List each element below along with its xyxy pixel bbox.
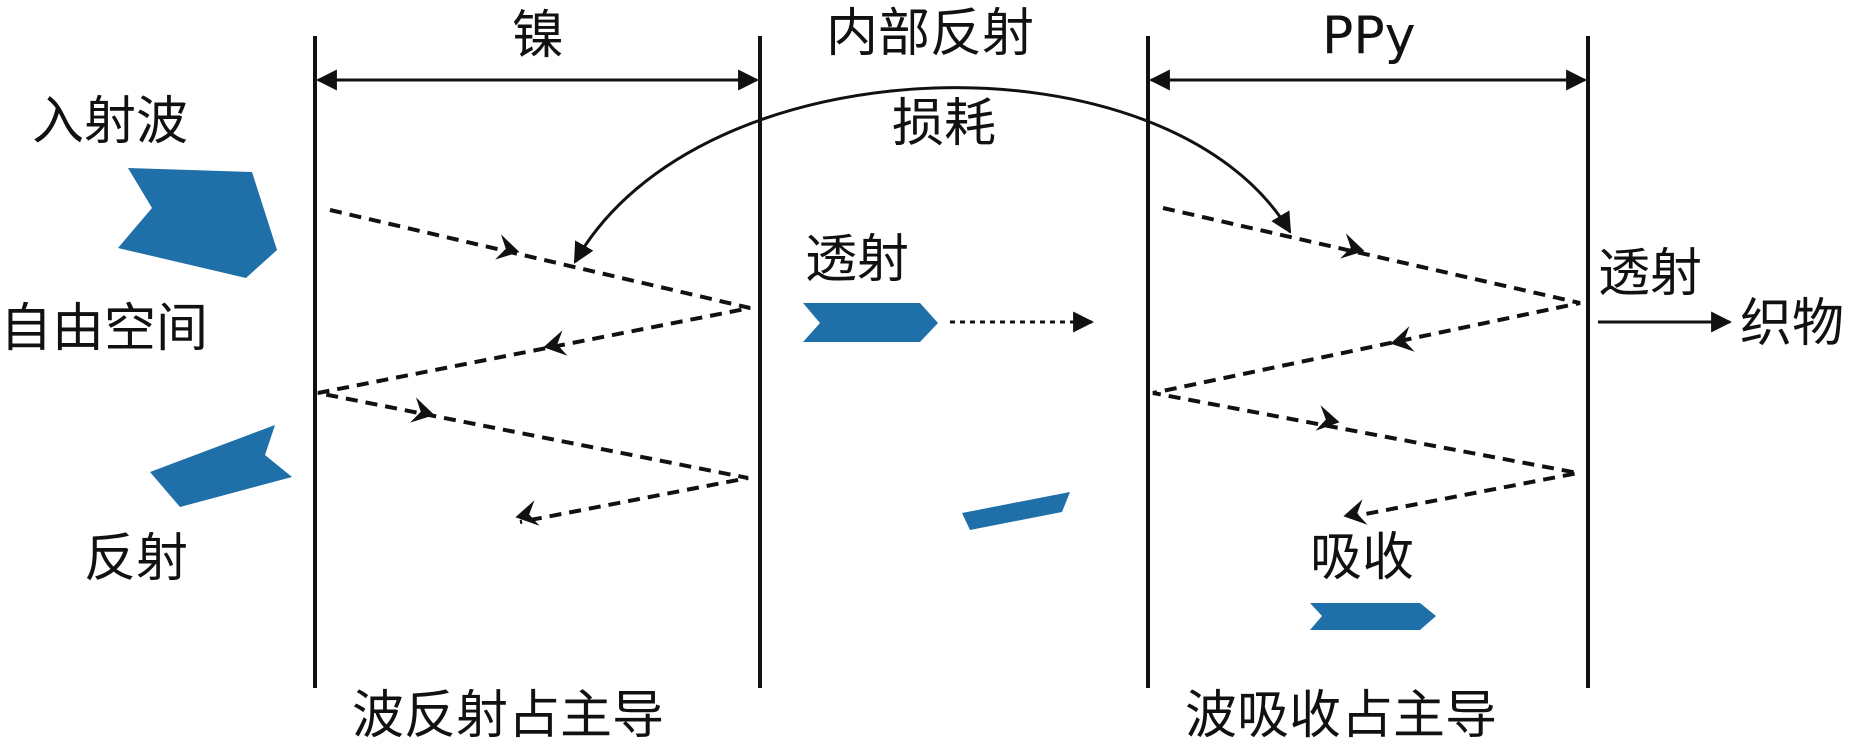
ppy-zigzag bbox=[1152, 206, 1581, 519]
internal-reflection-label: 内部反射 bbox=[826, 4, 1035, 64]
reflection-dominant-caption: 波反射占主导 bbox=[352, 686, 665, 746]
chevron-icon bbox=[495, 234, 520, 260]
reflected-wave-icon bbox=[150, 425, 292, 507]
chevron-icon bbox=[1343, 499, 1368, 525]
transmission-mid-label: 透射 bbox=[805, 230, 910, 290]
reflection-label: 反射 bbox=[84, 529, 189, 589]
fabric-label: 织物 bbox=[1740, 294, 1845, 354]
chevron-icon bbox=[543, 330, 568, 356]
internal-reflection-curve bbox=[573, 86, 1292, 264]
nickel-zigzag bbox=[317, 208, 751, 524]
ppy-absorption-paths bbox=[1152, 206, 1581, 519]
absorption-label: 吸收 bbox=[1310, 528, 1415, 588]
transmission-right-label: 透射 bbox=[1598, 244, 1703, 304]
nickel-reflection-paths bbox=[317, 208, 751, 524]
nickel-layer-label: 镍 bbox=[512, 6, 565, 66]
ppy-layer-label: PPy bbox=[1322, 6, 1416, 66]
absorbed-wave-icon bbox=[1310, 603, 1436, 630]
chevron-icon bbox=[1390, 326, 1415, 352]
loss-label: 损耗 bbox=[892, 94, 997, 154]
incident-wave-label: 入射波 bbox=[32, 92, 189, 152]
attenuated-wave-icon bbox=[962, 492, 1070, 530]
chevron-icon bbox=[515, 500, 540, 526]
chevron-icon bbox=[1315, 405, 1340, 431]
chevron-icon bbox=[410, 397, 435, 423]
incident-wave-icon bbox=[118, 168, 277, 278]
free-space-label: 自由空间 bbox=[0, 299, 209, 359]
transmitted-wave-mid-icon bbox=[803, 303, 938, 342]
absorption-dominant-caption: 波吸收占主导 bbox=[1185, 686, 1498, 746]
chevron-icon bbox=[1340, 233, 1365, 259]
